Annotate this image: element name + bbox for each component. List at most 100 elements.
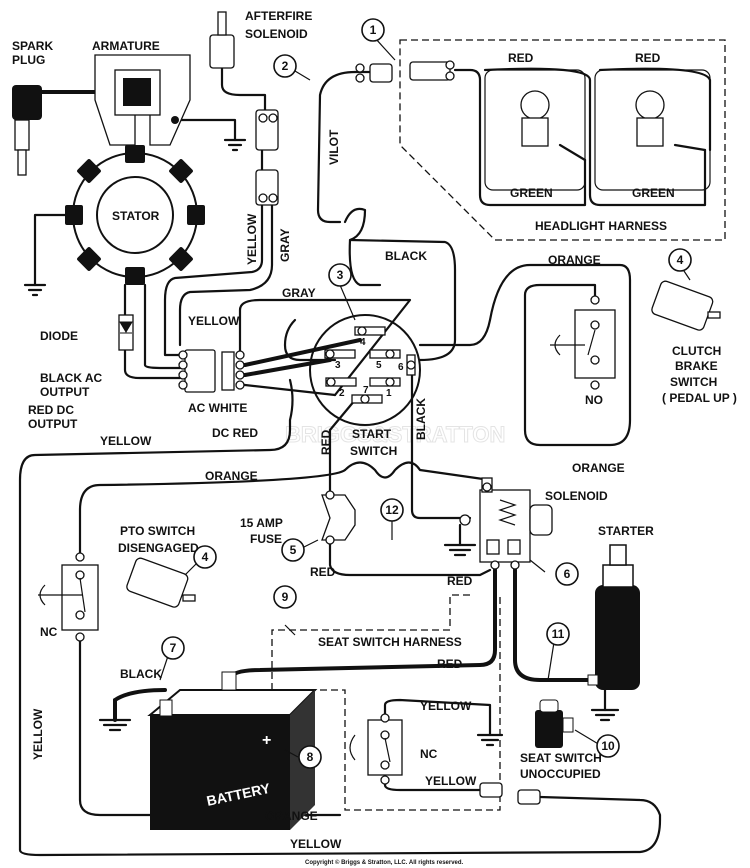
terminal-2-label: 2 <box>339 388 345 399</box>
orange-wire-label: ORANGE <box>572 461 625 475</box>
svg-text:8: 8 <box>307 750 314 764</box>
starter-icon <box>587 544 640 690</box>
svg-text:4: 4 <box>202 550 209 564</box>
dc-red-label: DC RED <box>212 426 258 440</box>
svg-text:6: 6 <box>564 567 571 581</box>
black-wire-label: BLACK <box>385 249 427 263</box>
red-wire-label: RED <box>437 657 463 671</box>
yellow-wire-label: YELLOW <box>31 708 45 760</box>
nc-switch-symbol <box>38 552 99 642</box>
svg-text:11: 11 <box>552 627 565 641</box>
diode-label: DIODE <box>40 329 78 343</box>
seat-connector <box>517 789 541 805</box>
orange-wire-label: ORANGE <box>205 469 258 483</box>
terminal-4-label: 4 <box>360 337 366 348</box>
solenoid-label: SOLENOID <box>245 27 308 41</box>
start-switch-icon: 4 3 5 6 2 1 7 <box>309 314 421 426</box>
pedal-up-label: ( PEDAL UP ) <box>662 391 737 405</box>
svg-text:7: 7 <box>170 641 177 655</box>
seat-switch-icon <box>535 699 574 748</box>
ac-white-label: AC WHITE <box>188 401 247 415</box>
svg-text:10: 10 <box>601 739 615 753</box>
stator-icon <box>65 145 205 285</box>
gray-wire-label: GRAY <box>282 286 316 300</box>
spark-plug-label-box: SPARK PLUG <box>12 39 53 67</box>
red-wire-label: RED <box>508 51 534 65</box>
red-dc-label: RED DC <box>28 403 74 417</box>
seat-switch-label: SEAT SWITCH <box>520 751 602 765</box>
svg-text:5: 5 <box>290 543 297 557</box>
svg-text:9: 9 <box>282 590 289 604</box>
callout-9 <box>273 585 297 609</box>
output-label: OUTPUT <box>40 385 90 399</box>
solenoid-icon <box>459 477 553 570</box>
afterfire-label: AFTERFIRE <box>245 9 312 23</box>
unoccupied-label: UNOCCUPIED <box>520 767 601 781</box>
callout-12 <box>380 498 404 522</box>
callout-11 <box>546 622 570 646</box>
armature-label: ARMATURE <box>92 39 160 53</box>
yellow-wire-label: YELLOW <box>425 774 477 788</box>
fuse-label: FUSE <box>250 532 282 546</box>
callout-3 <box>328 263 352 287</box>
callout-5 <box>281 538 305 562</box>
copyright: Copyright © Briggs & Stratton, LLC. All … <box>305 859 464 866</box>
red-wire-label: RED <box>310 565 336 579</box>
pto-switch-icon <box>126 557 196 608</box>
black-wire-label: BLACK <box>120 667 162 681</box>
afterfire-solenoid-icon <box>209 11 235 69</box>
start-label: START <box>352 427 392 441</box>
switch-label: SWITCH <box>350 444 397 458</box>
headlight-bulb-icon <box>635 90 665 120</box>
pto-label: PTO SWITCH <box>120 524 195 538</box>
headlight-bulb-icon <box>520 90 550 120</box>
starter-label: STARTER <box>598 524 654 538</box>
watermark: BRIGGS&STRATTON <box>285 422 505 447</box>
svg-text:12: 12 <box>385 503 399 517</box>
headlight-harness <box>399 39 726 241</box>
black-wire-label: BLACK <box>414 398 428 440</box>
terminal-6-label: 6 <box>398 362 404 373</box>
yellow-wire-label: YELLOW <box>188 314 240 328</box>
seat-switch-nc-symbol <box>349 713 403 785</box>
fuse-15amp-label: 15 AMP <box>240 516 283 530</box>
disengaged-label: DISENGAGED <box>118 541 199 555</box>
callouts: 1 2 3 4 4 5 6 7 8 9 10 11 12 <box>159 18 692 769</box>
callout-6 <box>555 562 579 586</box>
stator-label: STATOR <box>112 209 160 223</box>
output-label-2: OUTPUT <box>28 417 78 431</box>
callout-7 <box>161 636 185 660</box>
battery-icon: + BATTERY <box>147 671 318 830</box>
callout-1 <box>361 18 385 42</box>
yellow-wire-label: YELLOW <box>245 213 259 265</box>
nc-label: NC <box>420 747 438 761</box>
headlight-harness-label: HEADLIGHT HARNESS <box>535 219 667 233</box>
terminal-1-label: 1 <box>386 388 392 399</box>
svg-text:4: 4 <box>677 253 684 267</box>
clutch-brake-switch-icon <box>651 280 721 331</box>
armature-connector <box>255 109 279 206</box>
red-wire-label: RED <box>635 51 661 65</box>
red-wire-label: RED <box>447 574 473 588</box>
orange-wire-label: ORANGE <box>548 253 601 267</box>
red-wire-label: RED <box>319 429 333 455</box>
orange-wire-label: ORANGE <box>265 809 318 823</box>
diode-icon <box>118 314 134 351</box>
terminal-3-label: 3 <box>335 360 341 371</box>
svg-text:2: 2 <box>282 59 289 73</box>
yellow-wire-label: YELLOW <box>100 434 152 448</box>
brake-label: BRAKE <box>675 359 718 373</box>
gray-wire-label: GRAY <box>278 228 292 262</box>
green-wire-label: GREEN <box>510 186 553 200</box>
callout-2 <box>273 54 297 78</box>
yellow-wire-label: YELLOW <box>290 837 342 851</box>
svg-text:3: 3 <box>337 268 344 282</box>
armature-icon <box>94 54 191 146</box>
terminal-7-label: 7 <box>363 385 369 396</box>
terminal-5-label: 5 <box>376 360 382 371</box>
spark-plug-icon <box>12 85 42 176</box>
green-wire-label: GREEN <box>632 186 675 200</box>
callout-4b <box>193 545 217 569</box>
headlight-connector <box>369 63 393 83</box>
